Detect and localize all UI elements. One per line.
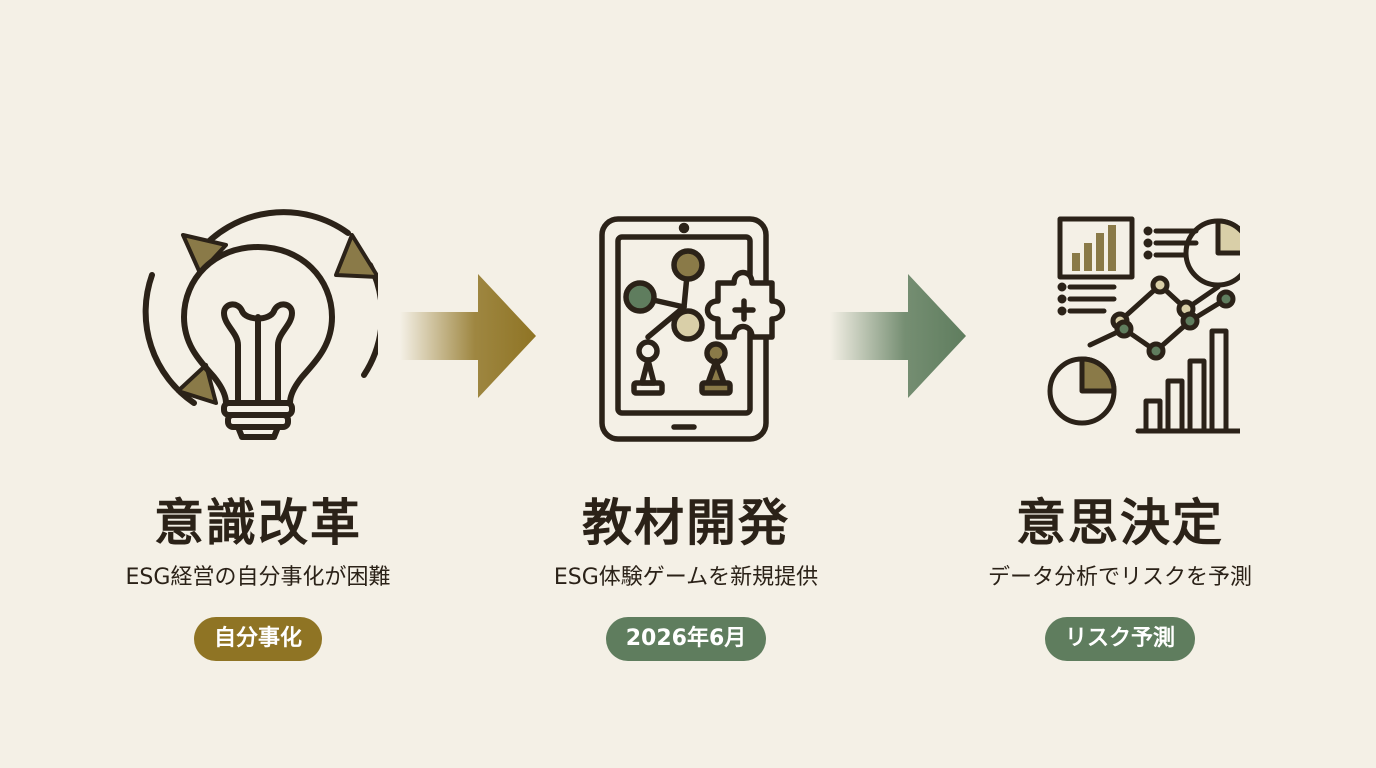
data-analytics-icon	[1047, 216, 1240, 434]
step-material-development: 教材開発 ESG体験ゲームを新規提供 2026年6月	[516, 205, 856, 661]
status-badge: 2026年6月	[605, 617, 767, 661]
tablet-game-icon	[599, 216, 786, 442]
arrow-right-icon	[830, 274, 966, 398]
step-subtitle: ESG経営の自分事化が困難	[125, 565, 391, 590]
step-title: 意識改革	[154, 493, 362, 552]
step-subtitle: データ分析でリスクを予測	[987, 565, 1252, 590]
step-subtitle: ESG体験ゲームを新規提供	[553, 565, 819, 590]
status-badge: 自分事化	[193, 617, 322, 661]
step-decision-making: 意思決定 データ分析でリスクを予測 リスク予測	[950, 205, 1290, 661]
step-title: 意思決定	[1016, 493, 1224, 552]
step-awareness: 意識改革 ESG経営の自分事化が困難 自分事化	[88, 205, 428, 661]
status-badge: リスク予測	[1044, 617, 1195, 661]
lightbulb-cycle-icon	[142, 209, 378, 440]
step-title: 教材開発	[582, 493, 790, 552]
arrow-right-icon	[400, 274, 536, 398]
